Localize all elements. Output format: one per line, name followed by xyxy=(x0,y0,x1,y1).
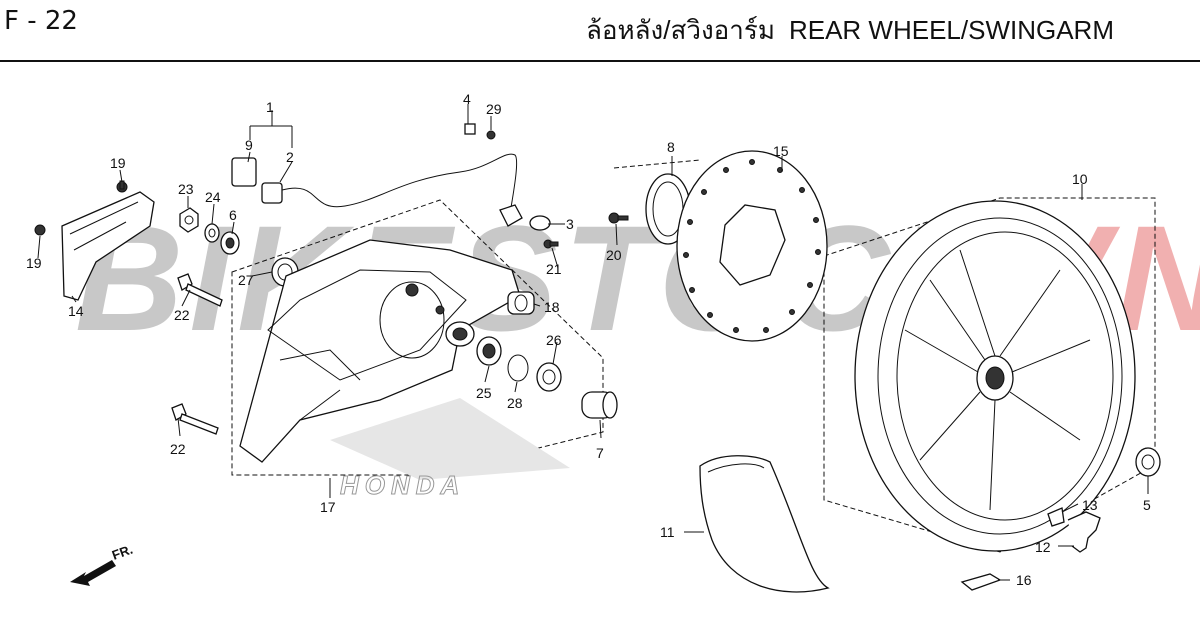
sensor-head[interactable] xyxy=(499,204,523,227)
callout-15: 15 xyxy=(773,143,789,159)
balance-weight-16[interactable] xyxy=(960,573,1002,591)
bolt-22-lower[interactable] xyxy=(171,403,219,435)
valve-clip-13[interactable] xyxy=(1047,507,1065,527)
callout-20: 20 xyxy=(606,247,622,263)
callout-19-lower: 19 xyxy=(26,255,42,271)
bearing-25[interactable] xyxy=(476,336,502,366)
callout-22-upper: 22 xyxy=(174,307,190,323)
bolt-21[interactable] xyxy=(543,239,559,249)
diagram-header: F - 22 ล้อหลัง/สวิงอาร์ม REAR WHEEL/SWING… xyxy=(0,0,1200,62)
callout-22-lower: 22 xyxy=(170,441,186,457)
collar-18[interactable] xyxy=(507,291,535,315)
callout-16: 16 xyxy=(1016,572,1032,588)
washer-24[interactable] xyxy=(204,223,220,243)
swingarm-group-frame xyxy=(231,199,604,476)
bolt-22-upper[interactable] xyxy=(177,273,223,307)
rear-wheel-10[interactable] xyxy=(854,200,1136,552)
collar-6[interactable] xyxy=(220,231,240,255)
page-code: F - 22 xyxy=(4,6,78,36)
callout-27: 27 xyxy=(238,272,254,288)
brake-disc-15[interactable] xyxy=(676,150,828,342)
front-direction-arrow: FR. xyxy=(70,542,135,586)
speed-sensor-wire[interactable] xyxy=(231,153,518,215)
callout-13: 13 xyxy=(1082,497,1098,513)
sensor-bracket-4[interactable] xyxy=(464,123,476,135)
seal-26[interactable] xyxy=(536,362,562,392)
callout-28: 28 xyxy=(507,395,523,411)
callout-labels: 1 2 3 4 5 6 7 8 9 10 11 12 13 14 15 16 1… xyxy=(26,91,1151,588)
callout-17: 17 xyxy=(320,499,336,515)
collar-3[interactable] xyxy=(529,215,551,231)
disc-group-frame xyxy=(613,159,701,169)
callout-3: 3 xyxy=(566,216,574,232)
callout-18: 18 xyxy=(544,299,560,315)
exploded-parts-diagram: BIKESTOCKVN HONDA xyxy=(26,91,1200,593)
callout-1: 1 xyxy=(266,99,274,115)
callout-9: 9 xyxy=(245,137,253,153)
callout-7: 7 xyxy=(596,445,604,461)
callout-8: 8 xyxy=(667,139,675,155)
callout-19-upper: 19 xyxy=(110,155,126,171)
seal-5[interactable] xyxy=(1135,447,1161,477)
svg-text:HONDA: HONDA xyxy=(340,470,465,500)
spacer-7[interactable] xyxy=(581,391,618,419)
honda-wing-mark: HONDA xyxy=(330,398,570,501)
callout-12: 12 xyxy=(1035,539,1051,555)
callout-2: 2 xyxy=(286,149,294,165)
callout-6: 6 xyxy=(229,207,237,223)
svg-text:FR.: FR. xyxy=(110,542,135,563)
callout-11: 11 xyxy=(660,524,675,540)
bolt-29[interactable] xyxy=(486,130,496,140)
nut-23[interactable] xyxy=(179,207,199,233)
callout-4: 4 xyxy=(463,91,471,107)
callout-26: 26 xyxy=(546,332,562,348)
title-english: REAR WHEEL/SWINGARM xyxy=(788,15,1114,45)
bolt-19-lower[interactable] xyxy=(34,224,46,236)
header-rule xyxy=(0,60,1200,62)
callout-25: 25 xyxy=(476,385,492,401)
bolt-20[interactable] xyxy=(608,212,629,224)
callout-14: 14 xyxy=(68,303,84,319)
title-thai: ล้อหลัง/สวิงอาร์ม xyxy=(585,15,775,45)
callout-10: 10 xyxy=(1072,171,1088,187)
bolt-19-upper[interactable] xyxy=(116,180,128,193)
callout-21: 21 xyxy=(546,261,562,277)
callout-5: 5 xyxy=(1143,497,1151,513)
leader-lines xyxy=(37,104,1149,581)
circlip-28[interactable] xyxy=(507,354,529,382)
wheel-group-frame xyxy=(823,197,1156,553)
callout-29: 29 xyxy=(486,101,502,117)
swingarm-body[interactable] xyxy=(239,239,521,463)
chain-guard-part[interactable] xyxy=(61,191,155,301)
callout-24: 24 xyxy=(205,189,221,205)
page-title: ล้อหลัง/สวิงอาร์ม REAR WHEEL/SWINGARM xyxy=(572,10,1114,51)
rear-tire-11[interactable] xyxy=(699,455,830,593)
callout-23: 23 xyxy=(178,181,194,197)
air-valve-12[interactable] xyxy=(1067,511,1101,553)
